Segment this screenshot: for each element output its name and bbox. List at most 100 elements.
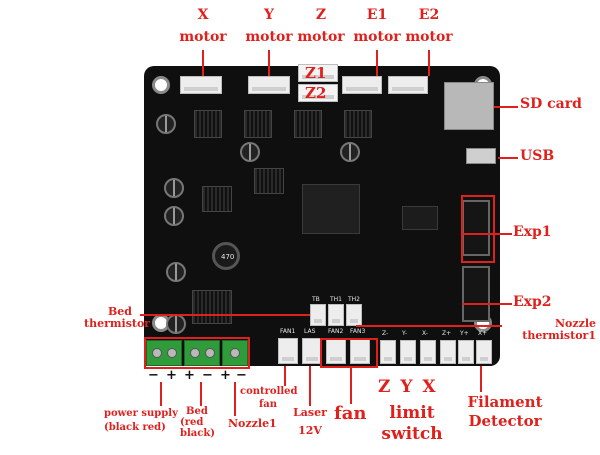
capacitor bbox=[164, 206, 184, 226]
fan2-silk: FAN2 bbox=[328, 328, 344, 335]
z-min-switch-connector bbox=[380, 340, 396, 364]
driver-heatsink bbox=[194, 110, 222, 138]
power-supply-pointer bbox=[160, 382, 162, 406]
x-motor-connector bbox=[180, 76, 222, 94]
bed-thermistor-connector bbox=[310, 304, 326, 326]
y-motor-pointer bbox=[268, 50, 270, 76]
mounting-hole bbox=[152, 76, 170, 94]
fan3-connector bbox=[350, 338, 370, 364]
filament-detector-connector bbox=[476, 340, 492, 364]
driver-heatsink bbox=[344, 110, 372, 138]
e2-motor-connector bbox=[388, 76, 428, 94]
usb-port bbox=[466, 148, 496, 164]
z-plus-silk: Z+ bbox=[442, 330, 452, 337]
x-min-switch-connector bbox=[420, 340, 436, 364]
filament-detector-pointer bbox=[480, 366, 482, 392]
capacitor bbox=[240, 142, 260, 162]
nozzle-plus-mark: + bbox=[220, 368, 231, 383]
bed-plus-mark: + bbox=[184, 368, 195, 383]
fan-pointer bbox=[350, 368, 352, 404]
bed-thermistor-pointer bbox=[140, 314, 310, 316]
y-max-switch-connector bbox=[458, 340, 474, 364]
nozzle1-terminal bbox=[222, 340, 248, 366]
x-plus-silk: X+ bbox=[478, 330, 488, 337]
mosfet-heatsink bbox=[192, 290, 232, 324]
controlled-fan-connector bbox=[278, 338, 298, 364]
exp1-header bbox=[462, 200, 490, 256]
mcu-chip bbox=[302, 184, 360, 234]
nozzle-minus-mark: − bbox=[236, 368, 247, 383]
usb-chip bbox=[402, 206, 438, 230]
exp1-pointer bbox=[462, 233, 512, 235]
capacitor bbox=[166, 262, 186, 282]
z2-label: Z2 bbox=[305, 84, 327, 102]
th2-silk: TH2 bbox=[348, 296, 360, 303]
exp2-label: Exp2 bbox=[513, 294, 552, 310]
z2-connector bbox=[298, 84, 338, 102]
z1-label: Z1 bbox=[305, 64, 327, 82]
controlled-fan-pointer bbox=[284, 366, 286, 386]
laser-connector bbox=[302, 338, 322, 364]
capacitor bbox=[340, 142, 360, 162]
power-supply-label: power supply(black red) bbox=[104, 408, 178, 433]
y-plus-silk: Y+ bbox=[460, 330, 469, 337]
e1-motor-connector bbox=[342, 76, 382, 94]
th1-silk: TH1 bbox=[330, 296, 342, 303]
controller-board: 470 TB TH1 TH2 FAN1 LAS FAN2 FAN3 Z- Y- … bbox=[144, 66, 500, 366]
inductor-label: 470 bbox=[221, 253, 235, 261]
bed-terminal bbox=[184, 340, 220, 366]
fan1-silk: FAN1 bbox=[280, 328, 296, 335]
power-supply-terminal bbox=[146, 340, 182, 366]
capacitor bbox=[164, 178, 184, 198]
thermistor1-connector bbox=[328, 304, 344, 326]
thermistor2-connector bbox=[346, 304, 362, 326]
nozzle-thermistor-pointer bbox=[356, 325, 502, 327]
z-max-switch-connector bbox=[440, 340, 456, 364]
terminal-highlight-box bbox=[144, 337, 250, 369]
driver-heatsink bbox=[254, 168, 284, 194]
e2-motor-pointer bbox=[428, 50, 430, 76]
z-minus-silk: Z- bbox=[382, 330, 389, 337]
fan2-connector bbox=[326, 338, 346, 364]
nozzle1-label: Nozzle1 bbox=[228, 417, 277, 430]
z1-connector bbox=[298, 64, 338, 82]
fan-label: fan bbox=[334, 403, 367, 424]
sd-card-pointer bbox=[494, 106, 518, 108]
fan3-silk: FAN3 bbox=[350, 328, 366, 335]
power-plus-mark: + bbox=[166, 368, 177, 383]
exp1-highlight-box bbox=[461, 195, 495, 263]
zyx-label: Z Y X bbox=[378, 377, 436, 397]
las-silk: LAS bbox=[304, 328, 316, 335]
capacitor bbox=[156, 114, 176, 134]
bed-label: Bed (red black) bbox=[180, 406, 216, 439]
exp1-label: Exp1 bbox=[513, 224, 552, 240]
capacitor bbox=[166, 314, 186, 334]
y-motor-connector bbox=[248, 76, 290, 94]
bed-pointer bbox=[200, 382, 202, 406]
nozzle1-pointer bbox=[234, 382, 236, 416]
exp2-header bbox=[462, 266, 490, 322]
sd-card-label: SD card bbox=[520, 96, 582, 112]
power-minus-mark: − bbox=[148, 368, 159, 383]
driver-heatsink bbox=[244, 110, 272, 138]
driver-heatsink bbox=[202, 186, 232, 212]
driver-heatsink bbox=[294, 110, 322, 138]
y-minus-silk: Y- bbox=[402, 330, 408, 337]
usb-pointer bbox=[498, 157, 518, 159]
exp2-pointer bbox=[462, 303, 512, 305]
usb-label: USB bbox=[520, 148, 555, 164]
y-min-switch-connector bbox=[400, 340, 416, 364]
inductor: 470 bbox=[212, 242, 240, 270]
x-motor-pointer bbox=[202, 50, 204, 76]
